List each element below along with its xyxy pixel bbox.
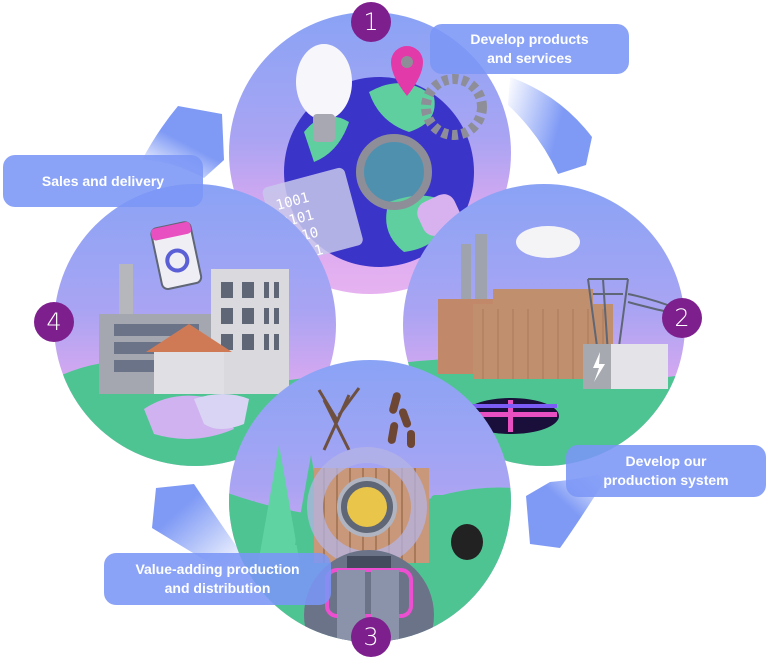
step-3-label: Value-adding production and distribution [104, 553, 331, 605]
step-3-label-line2: and distribution [164, 580, 271, 596]
step-1-label-line1: Develop products [470, 31, 589, 47]
phone-icon [150, 221, 203, 290]
step-4-label-line1: Sales and delivery [41, 172, 165, 189]
arrow-1-to-2 [500, 75, 610, 185]
handshake-icon [144, 394, 249, 439]
arrow-3-to-4 [148, 480, 248, 570]
house-icon [154, 349, 224, 394]
lightbulb-icon [296, 44, 352, 120]
server-icon [304, 550, 434, 642]
step-1-number-badge: 1 [351, 2, 391, 42]
logs-icon [387, 392, 415, 448]
location-pin-icon [391, 46, 423, 96]
biofuel-gauge-icon [347, 487, 387, 527]
step-2-label-line2: production system [603, 472, 729, 488]
step-1-label: Develop products and services [430, 24, 629, 74]
lightning-icon [593, 352, 605, 382]
tree-icon [257, 445, 301, 570]
magnifier-icon [356, 134, 432, 210]
step-2-label-line1: Develop our [625, 453, 707, 469]
gear-icon [421, 74, 487, 140]
step-3-label-line1: Value-adding production [135, 561, 300, 577]
garbage-bag-icon [451, 524, 483, 560]
branches-icon [317, 387, 361, 451]
cloud-icon [516, 226, 580, 258]
step-4-label: Sales and delivery [3, 155, 203, 207]
step-2-label: Develop our production system [566, 445, 766, 497]
step-2-number-badge: 2 [662, 298, 702, 338]
step-4-number-badge: 4 [34, 302, 74, 342]
step-3-number-badge: 3 [351, 617, 391, 657]
step-1-label-line2: and services [487, 50, 572, 66]
step-3-illustration [229, 360, 511, 642]
